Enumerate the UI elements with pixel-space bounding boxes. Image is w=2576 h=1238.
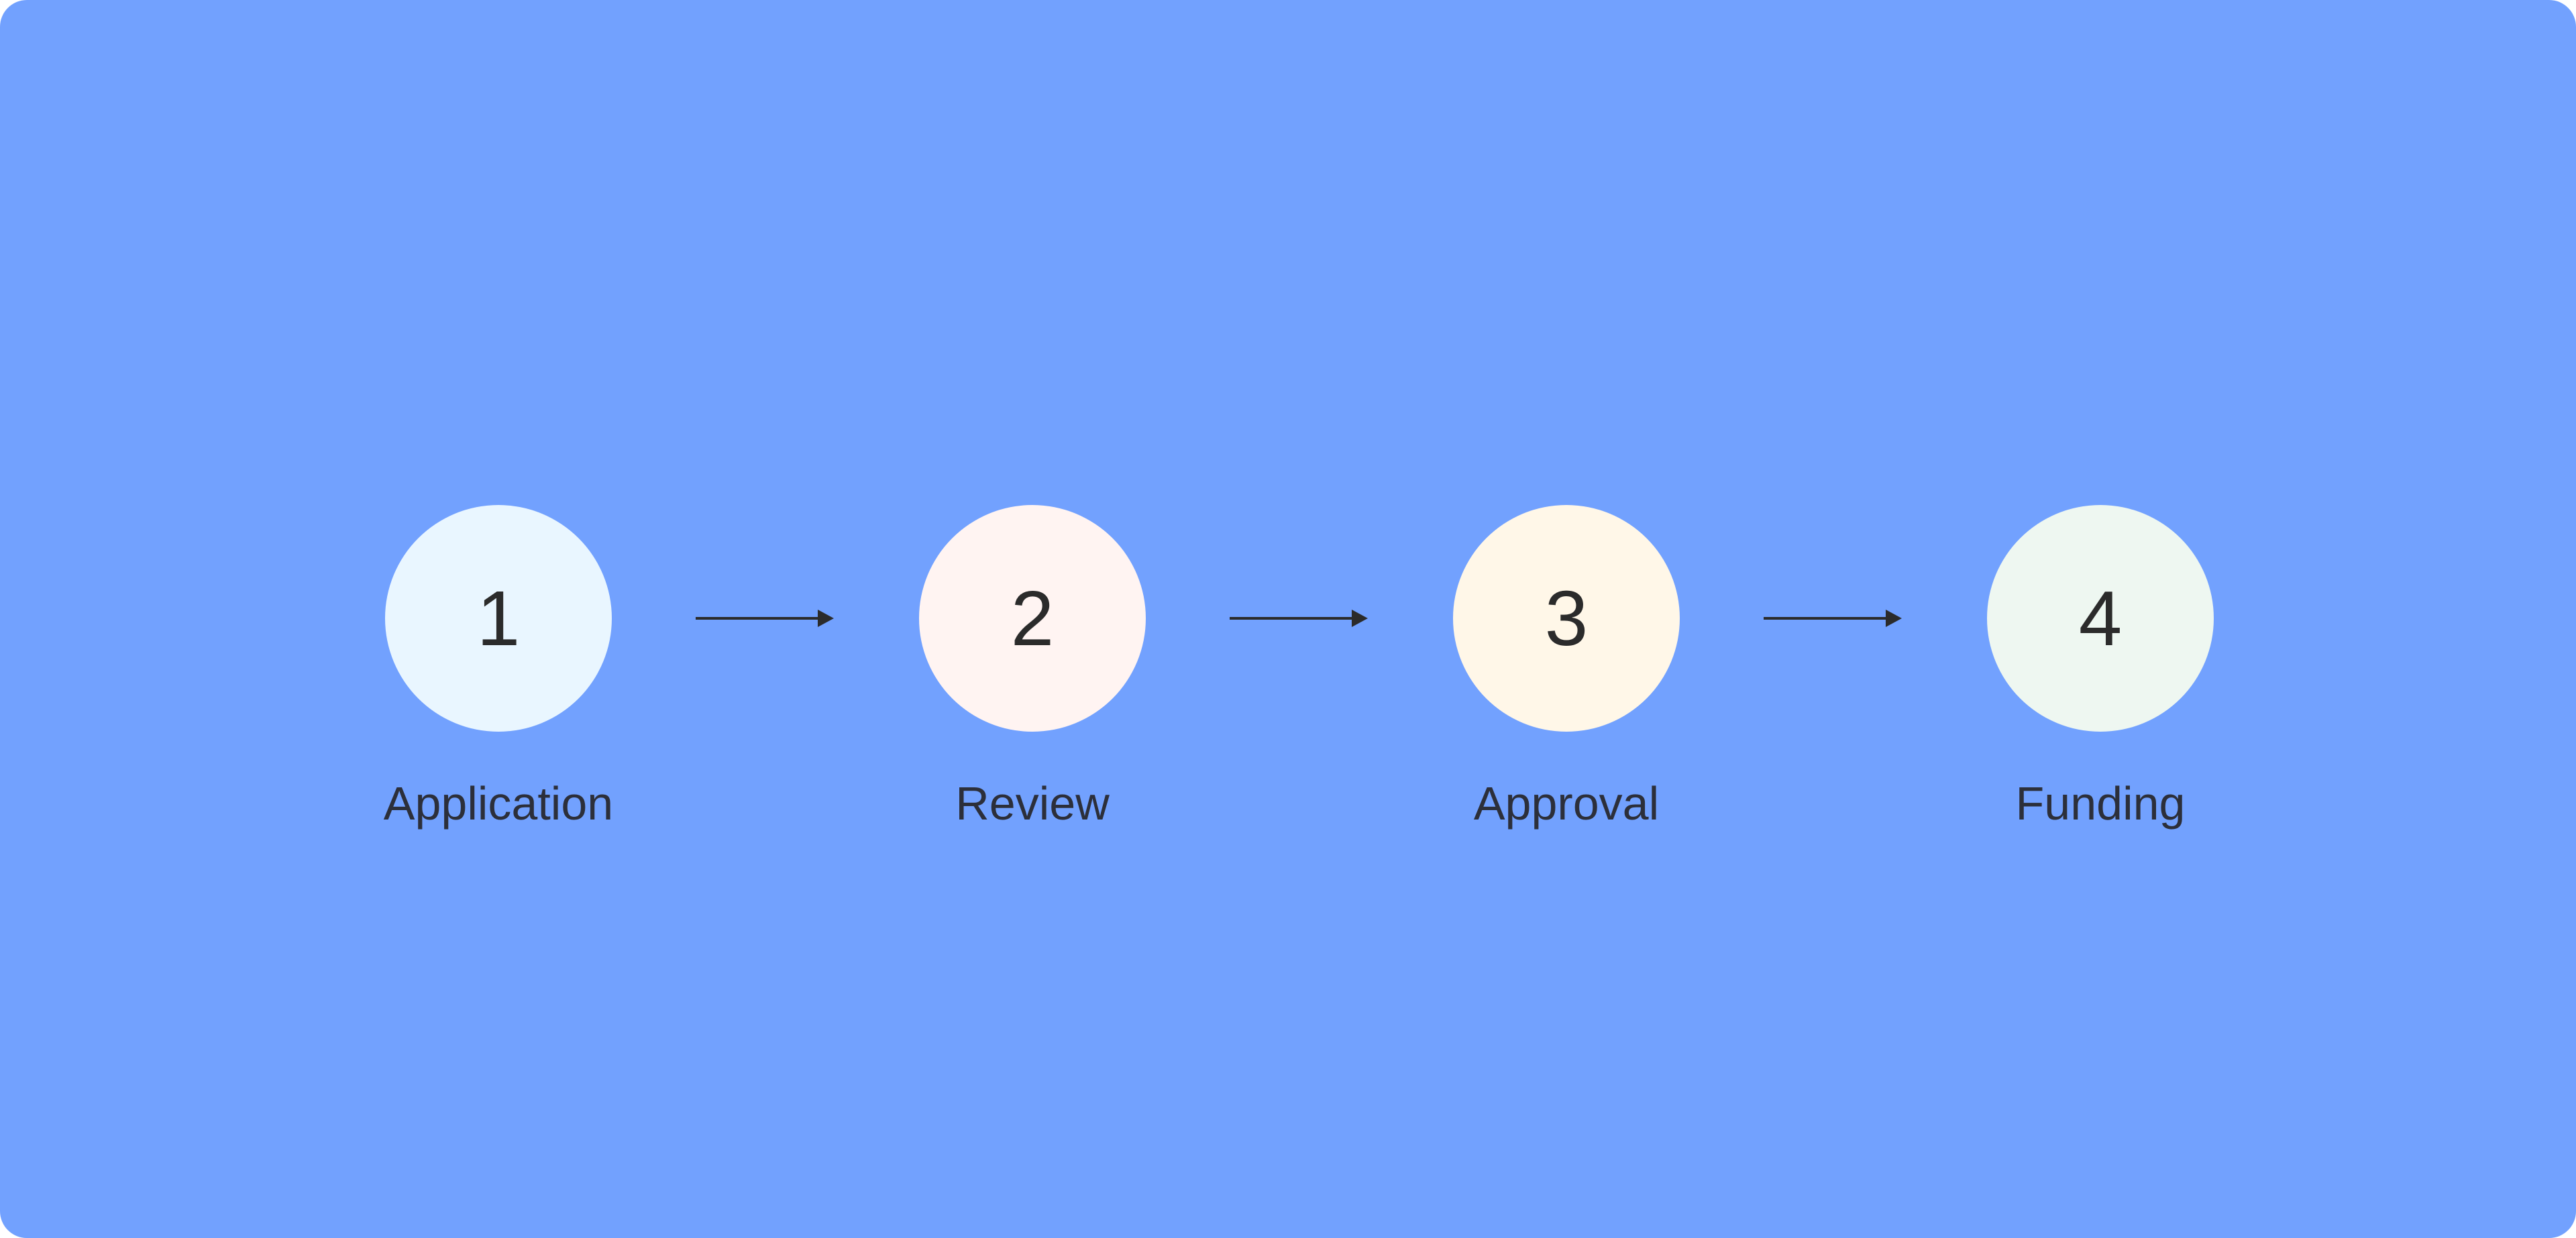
step-application: 1 Application — [311, 505, 686, 854]
arrow-1-to-2 — [696, 610, 834, 627]
step-funding: 4 Funding — [1913, 505, 2288, 854]
step-number-circle: 1 — [385, 505, 612, 732]
step-label: Funding — [2015, 777, 2186, 830]
arrow-head-icon — [818, 610, 834, 627]
step-number-circle: 4 — [1987, 505, 2214, 732]
step-approval: 3 Approval — [1379, 505, 1754, 854]
step-label: Application — [383, 777, 614, 830]
arrow-head-icon — [1886, 610, 1902, 627]
arrow-2-to-3 — [1230, 610, 1368, 627]
arrow-3-to-4 — [1764, 610, 1902, 627]
step-number-circle: 3 — [1453, 505, 1680, 732]
step-number-circle: 2 — [919, 505, 1146, 732]
step-label: Approval — [1473, 777, 1660, 830]
step-review: 2 Review — [845, 505, 1220, 854]
step-label: Review — [955, 777, 1110, 830]
arrow-head-icon — [1352, 610, 1368, 627]
